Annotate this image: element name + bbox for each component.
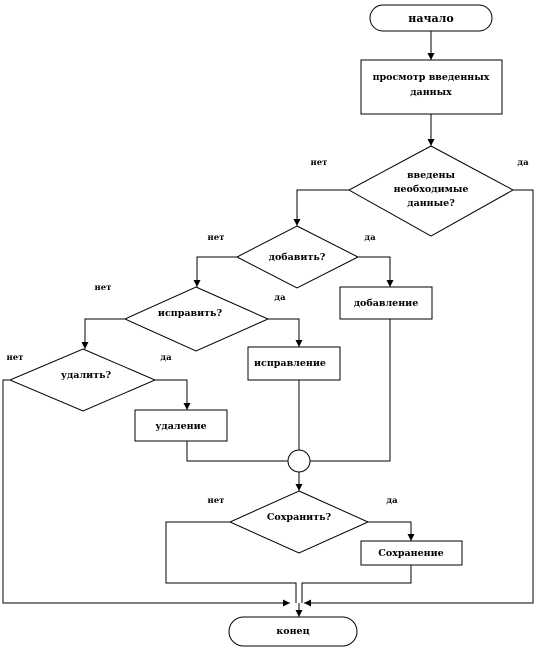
delete-question-label: удалить? — [61, 370, 112, 381]
save-process: Сохранение — [360, 540, 463, 566]
save-yes-label: да — [386, 496, 398, 506]
edge-entered-no — [293, 189, 349, 226]
view-label-line1: просмотр введенных — [373, 72, 490, 83]
entered-label-line3: данные? — [407, 198, 455, 209]
edge-fix-no — [81, 318, 125, 349]
branch-labels: нет да нет да нет да нет да нет да — [7, 158, 530, 506]
save-no-label: нет — [208, 496, 225, 506]
decision-save: Сохранить? — [228, 490, 370, 554]
edge-add-merge — [310, 319, 391, 462]
start-terminal: начало — [369, 4, 493, 32]
delete-yes-label: да — [160, 353, 172, 363]
view-label-line2: данных — [410, 87, 452, 98]
add-label: добавление — [354, 298, 419, 309]
edge-entered-yes — [304, 189, 534, 607]
edge-add-yes — [358, 256, 394, 287]
edge-save-no — [165, 521, 297, 603]
decision-add: добавить? — [235, 225, 360, 289]
fix-yes-label: да — [274, 293, 286, 303]
add-no-label: нет — [208, 233, 225, 243]
decision-fix: исправить? — [123, 286, 270, 352]
entered-label-line1: введены — [407, 170, 456, 181]
edge-add-no — [193, 256, 237, 287]
start-label: начало — [408, 12, 453, 25]
edge-delete-merge — [186, 441, 288, 462]
decision-entered: введены необходимые данные? — [347, 145, 515, 237]
view-process: просмотр введенных данных — [360, 59, 503, 115]
edge-save-yes — [368, 521, 415, 541]
fix-question-label: исправить? — [158, 308, 223, 319]
edge-savebox-end — [301, 565, 412, 603]
add-question-label: добавить? — [269, 252, 326, 263]
edge-delete-no — [2, 379, 290, 607]
entered-no-label: нет — [311, 158, 328, 168]
fix-label: исправление — [254, 358, 326, 369]
edge-fix-yes — [268, 318, 303, 347]
connectors — [2, 31, 534, 617]
fix-no-label: нет — [95, 283, 112, 293]
delete-process: удаление — [134, 409, 228, 442]
fix-process: исправление — [247, 346, 341, 381]
save-question-label: Сохранить? — [267, 512, 332, 523]
end-terminal: конец — [228, 616, 358, 647]
add-process: добавление — [339, 286, 433, 320]
end-label: конец — [276, 626, 309, 637]
decision-delete: удалить? — [8, 348, 157, 412]
entered-yes-label: да — [517, 158, 529, 168]
merge-connector — [287, 449, 311, 473]
entered-label-line2: необходимые — [394, 184, 469, 195]
edge-delete-yes — [155, 379, 191, 410]
add-yes-label: да — [364, 233, 376, 243]
save-label: Сохранение — [378, 548, 443, 559]
delete-no-label: нет — [7, 353, 24, 363]
delete-label: удаление — [155, 421, 206, 432]
